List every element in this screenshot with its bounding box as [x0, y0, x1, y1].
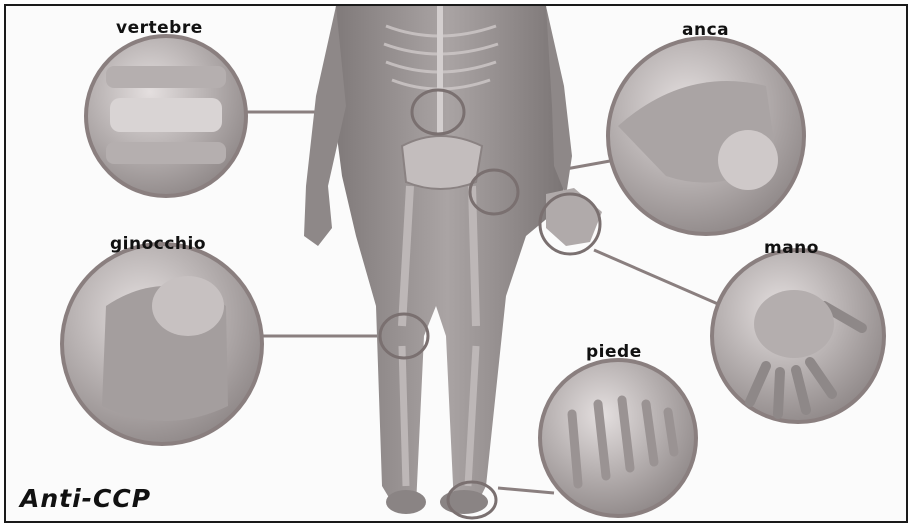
- label-vertebre: vertebre: [116, 18, 203, 38]
- label-ginocchio: ginocchio: [110, 234, 206, 254]
- caption-anti-ccp: Anti-CCP: [20, 484, 151, 513]
- mano-detail-circle: [712, 250, 884, 422]
- illustration: [6, 6, 908, 523]
- anatomy-figure: vertebre anca ginocchio mano piede Anti-…: [4, 4, 908, 523]
- label-anca: anca: [682, 20, 729, 40]
- label-mano: mano: [764, 238, 819, 258]
- ginocchio-detail-circle: [62, 244, 262, 444]
- anca-detail-circle: [608, 38, 804, 234]
- label-piede: piede: [586, 342, 642, 362]
- vertebre-detail-circle: [86, 36, 246, 196]
- piede-detail-circle: [540, 360, 696, 516]
